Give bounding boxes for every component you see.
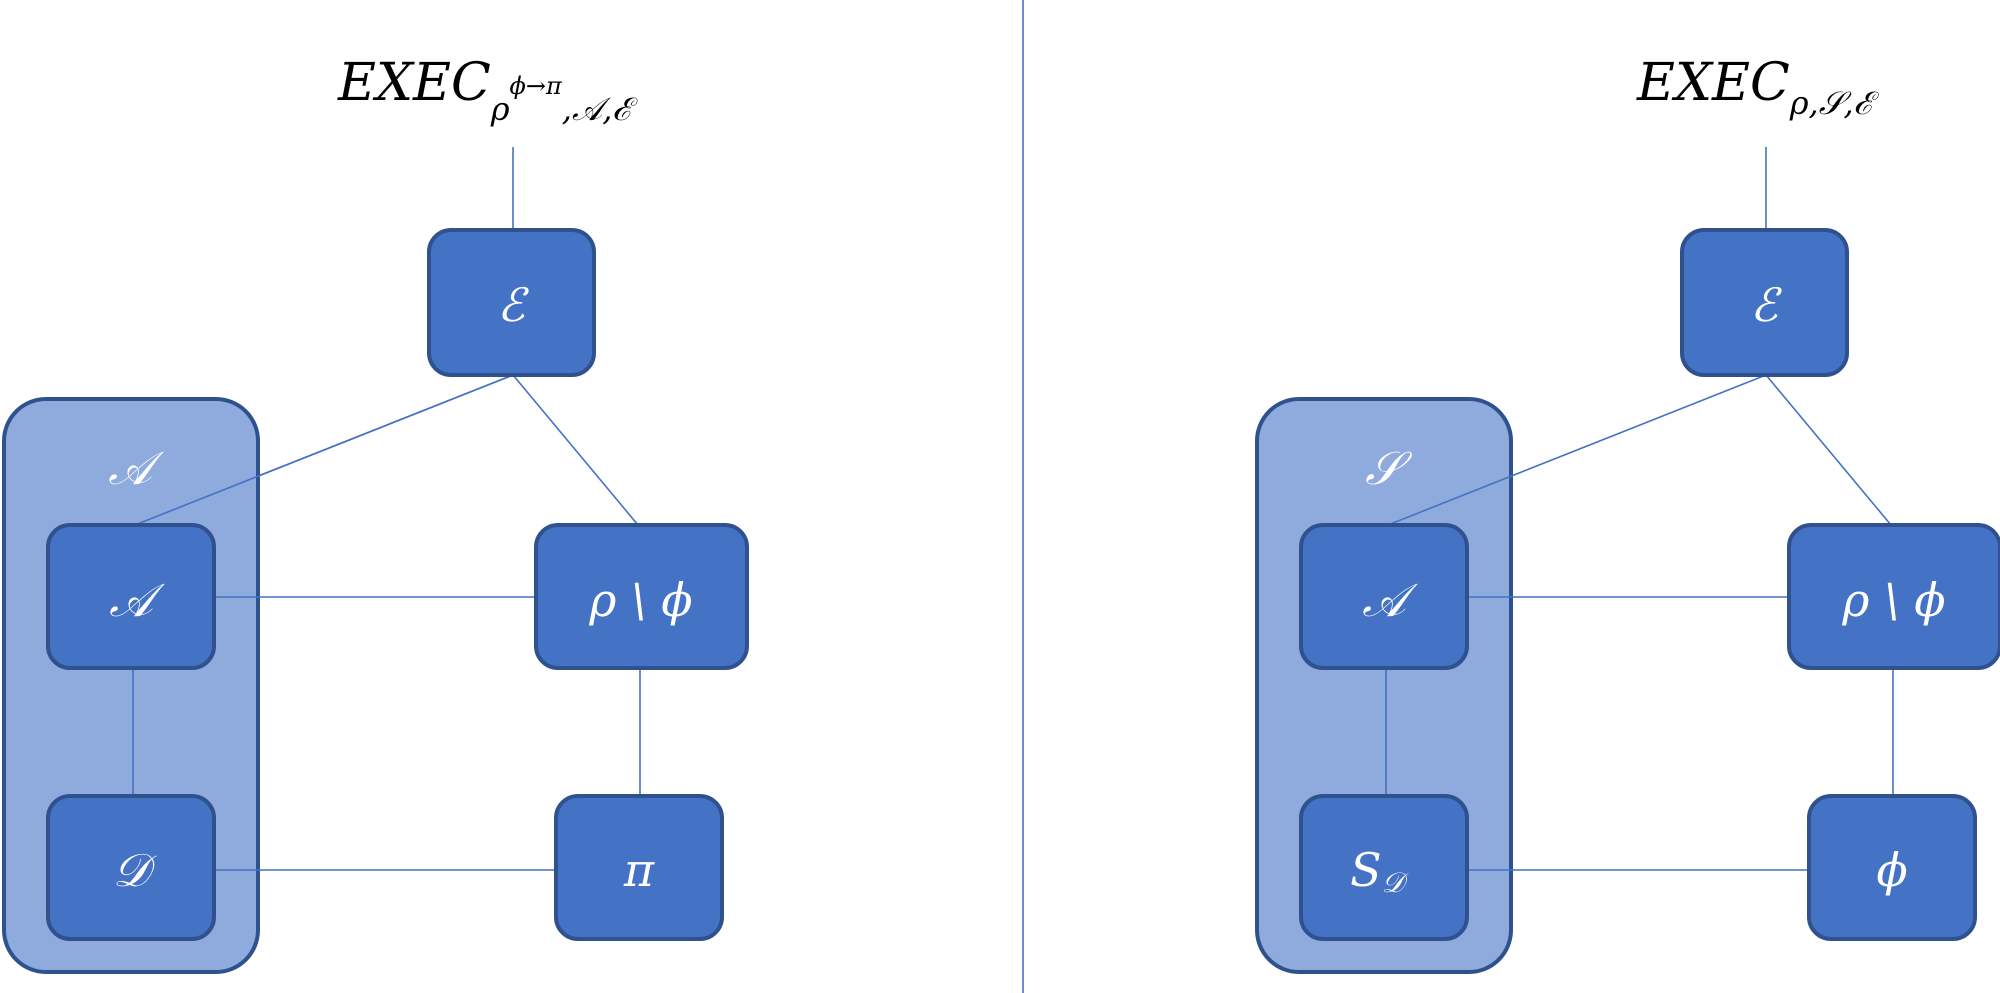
node-pi: π bbox=[554, 794, 724, 941]
node-rho-label: ρ \ ϕ bbox=[588, 573, 692, 627]
edge-env-agent bbox=[1387, 374, 1767, 526]
node-phi-label: ϕ bbox=[1876, 843, 1907, 897]
right-panel: EXECρ,𝒮,ℰ 𝒮 ℰ 𝒜 S𝒟 ρ \ ϕ ϕ bbox=[1255, 53, 2000, 974]
node-env-label: ℰ bbox=[1750, 278, 1782, 332]
edge-env-rho bbox=[1765, 374, 1892, 526]
node-rho-label: ρ \ ϕ bbox=[1841, 573, 1945, 627]
left-title: EXECρϕ→π,𝒜,ℰ bbox=[337, 53, 638, 128]
node-agent: 𝒜 bbox=[1299, 523, 1469, 670]
node-phi: ϕ bbox=[1807, 794, 1977, 941]
node-strategy-data: S𝒟 bbox=[1299, 794, 1469, 941]
right-title-sub: ρ,𝒮,ℰ bbox=[1789, 84, 1880, 122]
node-rho: ρ \ ϕ bbox=[1787, 523, 2000, 670]
left-title-sub-base: ρ bbox=[490, 90, 510, 128]
left-title-main: EXEC bbox=[337, 53, 491, 113]
left-title-sub-sup: ϕ→π bbox=[510, 72, 563, 100]
left-panel: EXECρϕ→π,𝒜,ℰ 𝒜 ℰ 𝒜 𝒟 ρ \ ϕ π bbox=[2, 53, 749, 974]
node-env: ℰ bbox=[1680, 228, 1849, 377]
node-rho: ρ \ ϕ bbox=[534, 523, 749, 670]
edge-env-rho bbox=[512, 374, 639, 526]
node-env-label: ℰ bbox=[497, 278, 529, 332]
node-env: ℰ bbox=[427, 228, 596, 377]
right-title-main: EXEC bbox=[1636, 53, 1790, 113]
node-strategy-data-main: S bbox=[1350, 843, 1382, 897]
node-pi-label: π bbox=[623, 843, 655, 897]
left-title-sub-rest: ,𝒜,ℰ bbox=[562, 90, 639, 128]
node-agent: 𝒜 bbox=[46, 523, 216, 670]
edge-env-agent-inner bbox=[134, 374, 514, 526]
node-data: 𝒟 bbox=[46, 794, 216, 941]
right-title: EXECρ,𝒮,ℰ bbox=[1636, 53, 1880, 122]
